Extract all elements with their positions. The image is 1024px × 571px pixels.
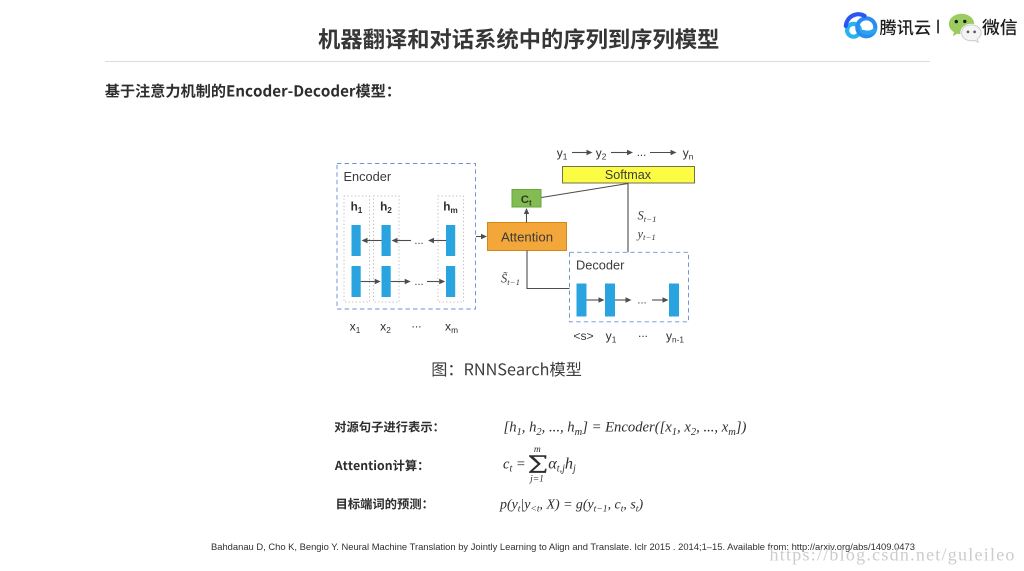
svg-text:p(yt​|y<t​, X) = g(yt−1​, ct​,: p(yt​|y<t​, X) = g(yt−1​, ct​, st​) bbox=[499, 497, 643, 514]
svg-text:y1: y1 bbox=[606, 329, 617, 345]
svg-text:hm: hm bbox=[443, 200, 458, 216]
svg-text:...: ... bbox=[638, 326, 648, 340]
svg-text:...: ... bbox=[411, 317, 421, 331]
svg-text:h1: h1 bbox=[351, 200, 363, 216]
svg-text:yn: yn bbox=[683, 146, 694, 162]
svg-text:...: ... bbox=[414, 276, 423, 288]
svg-text:Ct: Ct bbox=[521, 194, 532, 208]
svg-text:...: ... bbox=[637, 295, 646, 307]
svg-text:https://blog.csdn.net/guleileo: https://blog.csdn.net/guleileo bbox=[770, 545, 1016, 565]
svg-text:...: ... bbox=[637, 147, 647, 159]
svg-text:x1: x1 bbox=[350, 320, 361, 336]
svg-text:y1: y1 bbox=[557, 146, 568, 162]
svg-text:[h1​, h2​, ..., hm​] = Encoder: [h1​, h2​, ..., hm​] = Encoder([x1​, x2​… bbox=[504, 420, 747, 438]
svg-text:...: ... bbox=[414, 235, 423, 247]
svg-text:<s>: <s> bbox=[573, 329, 593, 343]
svg-text:Attention: Attention bbox=[501, 229, 553, 244]
svg-text:x2: x2 bbox=[380, 320, 391, 336]
svg-text:xm: xm bbox=[445, 320, 458, 336]
svg-text:S̃t−1: S̃t−1 bbox=[501, 271, 520, 286]
svg-text:Encoder: Encoder bbox=[344, 169, 392, 184]
svg-text:y2: y2 bbox=[596, 146, 607, 162]
svg-text:Softmax: Softmax bbox=[605, 168, 652, 182]
svg-text:Decoder: Decoder bbox=[576, 258, 625, 273]
svg-text:j=1: j=1 bbox=[528, 474, 544, 484]
svg-text:αt,j​hj​: αt,j​hj​ bbox=[548, 454, 576, 474]
svg-text:m: m bbox=[534, 445, 541, 455]
svg-text:ct​ =: ct​ = bbox=[503, 456, 526, 474]
svg-text:yt−1: yt−1 bbox=[636, 227, 656, 242]
svg-text:Bahdanau D, Cho K, Bengio Y. N: Bahdanau D, Cho K, Bengio Y. Neural Mach… bbox=[211, 541, 915, 552]
svg-text:h2: h2 bbox=[380, 200, 392, 216]
svg-text:yn-1: yn-1 bbox=[666, 329, 684, 345]
svg-text:St−1: St−1 bbox=[638, 209, 657, 224]
